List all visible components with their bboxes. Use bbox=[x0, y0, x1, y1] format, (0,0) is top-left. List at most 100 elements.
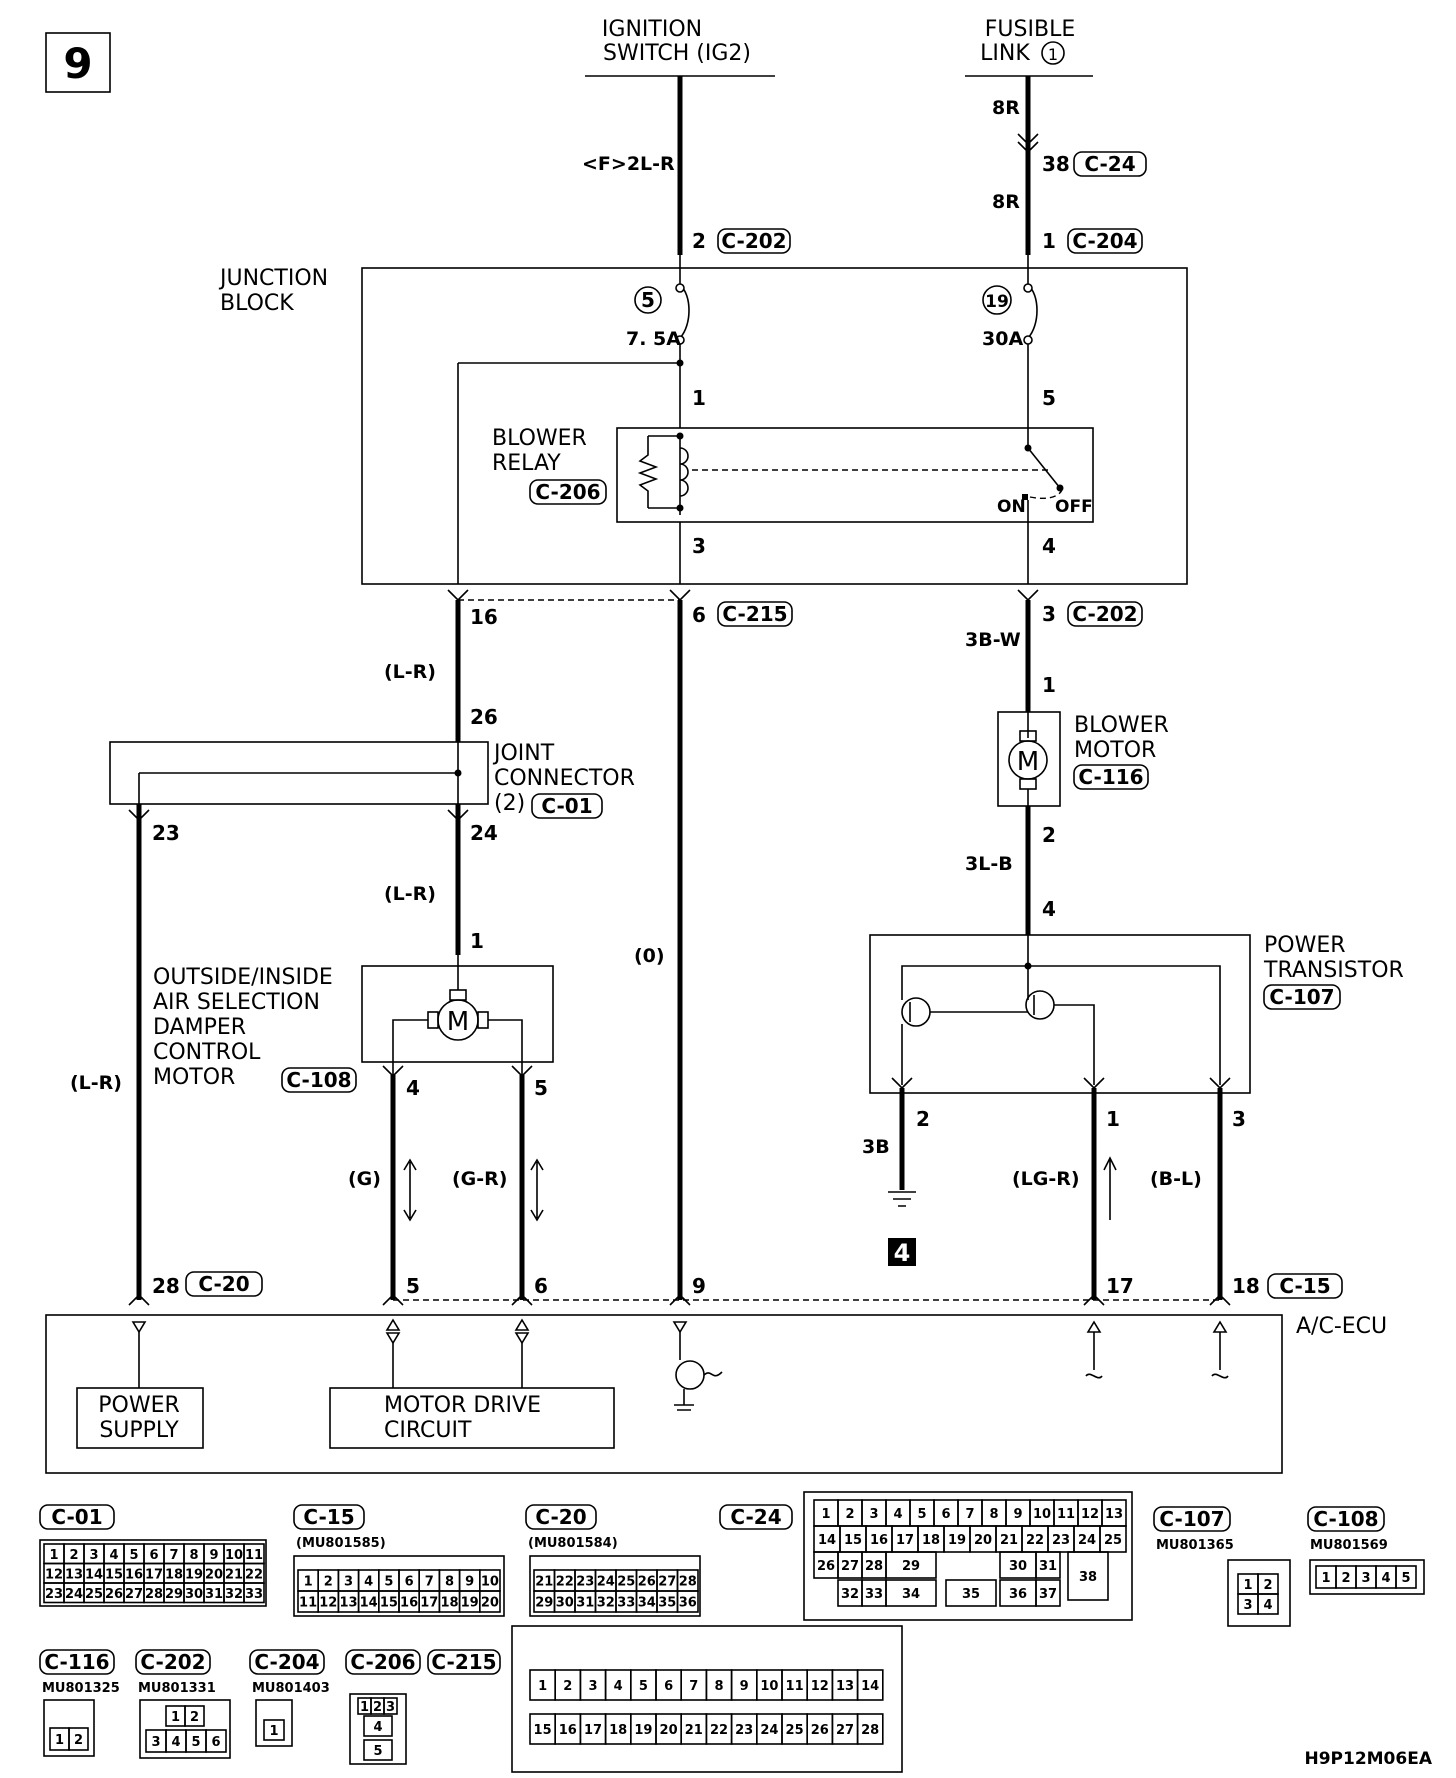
c24-r3-pin: 31 bbox=[1039, 1559, 1057, 1574]
c204-cell bbox=[263, 1719, 285, 1741]
damper-brush-left bbox=[427, 1011, 439, 1029]
legend-part-number: (MU801585) bbox=[296, 1536, 386, 1551]
power-transistor-label: POWER bbox=[1264, 933, 1346, 958]
c24-r2-pin: 23 bbox=[1052, 1533, 1070, 1548]
c215-bot-pin: 20 bbox=[660, 1723, 678, 1738]
c215-bot-pin: 26 bbox=[811, 1723, 829, 1738]
c01-pin: 15 bbox=[105, 1567, 123, 1582]
c215-housing bbox=[511, 1625, 903, 1773]
damper-brush-right bbox=[477, 1011, 489, 1029]
fusible-link-label: FUSIBLE bbox=[985, 17, 1075, 42]
c206-mid-cell bbox=[363, 1715, 393, 1737]
c01-cell bbox=[243, 1582, 265, 1604]
c24-ref-box bbox=[1073, 151, 1147, 177]
damper-motor-m: M bbox=[447, 1007, 469, 1037]
c24-r3-pin: 29 bbox=[902, 1559, 920, 1574]
wire-lr-label-1: (L-R) bbox=[384, 661, 436, 683]
pin-3-relay: 3 bbox=[692, 534, 706, 558]
c20-pin: 25 bbox=[617, 1575, 635, 1590]
legend-ref: C-202 bbox=[140, 1650, 205, 1674]
c24-r2-pin: 18 bbox=[922, 1533, 940, 1548]
c24-r1-pin: 13 bbox=[1105, 1507, 1123, 1522]
wire-3lb-label: 3L-B bbox=[965, 853, 1013, 875]
c15-pin: 16 bbox=[400, 1596, 418, 1611]
c108-cell bbox=[1395, 1565, 1417, 1589]
c01-pin: 23 bbox=[45, 1587, 63, 1602]
c01-pin: 13 bbox=[65, 1567, 83, 1582]
c01-pin: 24 bbox=[65, 1587, 83, 1602]
c215-bot-pin: 24 bbox=[760, 1723, 778, 1738]
c24-ref: C-24 bbox=[1084, 152, 1135, 176]
c01-pin: 27 bbox=[125, 1587, 143, 1602]
c24-r4-pin: 36 bbox=[1009, 1587, 1027, 1602]
pin-1-blower: 1 bbox=[1042, 673, 1056, 697]
joint-connector-label-2: CONNECTOR bbox=[494, 766, 635, 791]
c206-ref: C-206 bbox=[535, 480, 600, 504]
c107-ref: C-107 bbox=[1269, 985, 1334, 1009]
legend-ref: C-107 bbox=[1159, 1507, 1224, 1531]
wire-lgr-label: (LG-R) bbox=[1012, 1168, 1080, 1190]
wire-3bw-label: 3B-W bbox=[965, 629, 1021, 651]
c15-pin: 5 bbox=[384, 1575, 393, 1590]
c01-pin: 12 bbox=[45, 1567, 63, 1582]
c215-top-pin: 6 bbox=[664, 1679, 673, 1694]
c202-bot-pin: 4 bbox=[171, 1735, 180, 1750]
c15-pin: 12 bbox=[319, 1596, 337, 1611]
c202-housing bbox=[139, 1699, 231, 1759]
pt-transistor-2 bbox=[1025, 990, 1055, 1020]
c24-r2-pin: 16 bbox=[870, 1533, 888, 1548]
fuse19-rating: 30A bbox=[982, 328, 1023, 350]
c24-r3-pin: 38 bbox=[1079, 1570, 1097, 1585]
c01-pin: 4 bbox=[109, 1548, 118, 1563]
c01-pin: 5 bbox=[129, 1548, 138, 1563]
damper-motor-label-3: DAMPER bbox=[153, 1015, 246, 1040]
c20-pin: 36 bbox=[679, 1596, 697, 1611]
c15-pin: 19 bbox=[461, 1596, 479, 1611]
c202-bot-pin: 5 bbox=[191, 1735, 200, 1750]
connector-mark-c24 bbox=[1017, 133, 1039, 154]
ground-ref: 4 bbox=[894, 1239, 911, 1267]
c107-housing bbox=[1227, 1559, 1291, 1627]
pin-2-c202: 2 bbox=[692, 229, 706, 253]
ecu-io-6 bbox=[514, 1318, 530, 1345]
motor-drive-box bbox=[329, 1387, 615, 1449]
fuse5-term-a bbox=[675, 283, 685, 293]
c01-pin: 30 bbox=[185, 1587, 203, 1602]
c24-r2-cell bbox=[1099, 1525, 1127, 1553]
pin-4-relay: 4 bbox=[1042, 534, 1056, 558]
c215-top-pin: 8 bbox=[714, 1679, 723, 1694]
joint-connector-label: JOINT bbox=[492, 741, 555, 766]
relay-off-contact bbox=[1056, 484, 1064, 492]
c108-pin: 3 bbox=[1361, 1571, 1370, 1586]
c01-pin: 6 bbox=[149, 1548, 158, 1563]
c15-pin: 14 bbox=[360, 1596, 378, 1611]
blower-motor-label-2: MOTOR bbox=[1074, 738, 1156, 763]
relay-resistor bbox=[637, 436, 659, 508]
c215-bot-pin: 27 bbox=[836, 1723, 854, 1738]
pin-1-c204: 1 bbox=[1042, 229, 1056, 253]
ignition-switch-label: IGNITION bbox=[602, 17, 702, 42]
c15-cell bbox=[478, 1590, 501, 1613]
wire-lr-label-2: (L-R) bbox=[384, 883, 436, 905]
ecu-transistor-ground bbox=[674, 1404, 694, 1411]
pin-6-c215: 6 bbox=[692, 603, 706, 627]
c20-pin: 21 bbox=[535, 1575, 553, 1590]
c202-top-pin: 1 bbox=[171, 1710, 180, 1725]
c24-r2-pin: 25 bbox=[1104, 1533, 1122, 1548]
c215-bot-pin: 22 bbox=[710, 1723, 728, 1738]
c20-pin: 32 bbox=[597, 1596, 615, 1611]
c15-pin: 13 bbox=[339, 1596, 357, 1611]
pin-1-damper: 1 bbox=[470, 929, 484, 953]
legend-part-number: MU801569 bbox=[1310, 1538, 1388, 1553]
c206-top-pin: 2 bbox=[373, 1700, 382, 1715]
pin-1-transistor: 1 bbox=[1106, 1107, 1120, 1131]
c15-pin: 10 bbox=[481, 1575, 499, 1590]
c215-bot-pin: 18 bbox=[609, 1723, 627, 1738]
c20-pin: 22 bbox=[556, 1575, 574, 1590]
jc-node bbox=[454, 769, 462, 777]
ecu-in-17 bbox=[1086, 1320, 1102, 1333]
c24-r1-pin: 8 bbox=[989, 1507, 998, 1522]
c24-r1-pin: 2 bbox=[845, 1507, 854, 1522]
c215-top-pin: 14 bbox=[861, 1679, 879, 1694]
joint-connector-box bbox=[109, 741, 489, 805]
